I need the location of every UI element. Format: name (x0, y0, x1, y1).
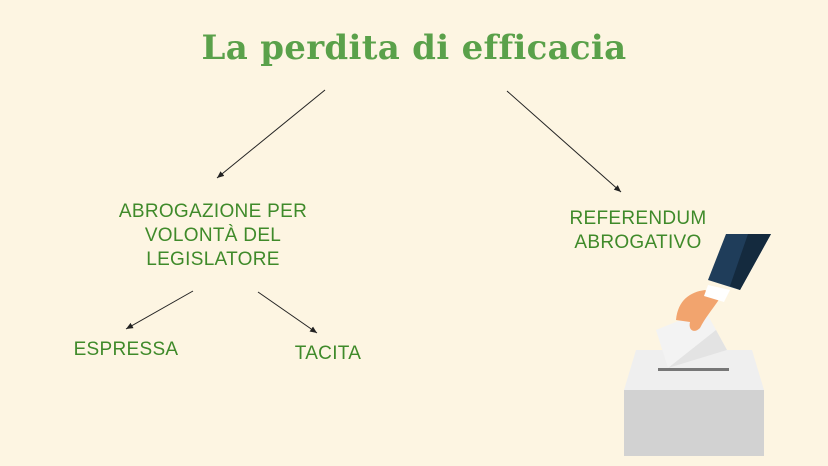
node-abrogazione: ABROGAZIONE PER VOLONTÀ DEL LEGISLATORE (95, 200, 331, 272)
node-espressa: ESPRESSA (73, 339, 179, 360)
node-tacita: TACITA (294, 343, 362, 364)
node-line: LEGISLATORE (146, 249, 280, 270)
ballot-box-illustration (624, 234, 771, 456)
arrow-to-referendum (506, 90, 622, 193)
node-line: ABROGATIVO (574, 232, 702, 253)
arrow-to-tacita (257, 291, 318, 334)
node-referendum: REFERENDUM ABROGATIVO (548, 207, 728, 255)
arrow-to-abrogazione (216, 89, 326, 179)
node-line: REFERENDUM (569, 208, 707, 229)
hand (676, 290, 720, 331)
slide-title: La perdita di efficacia (201, 28, 627, 68)
node-line: VOLONTÀ DEL (144, 225, 282, 246)
arrow-to-espressa (125, 290, 194, 330)
node-line: ABROGAZIONE PER (118, 201, 308, 222)
